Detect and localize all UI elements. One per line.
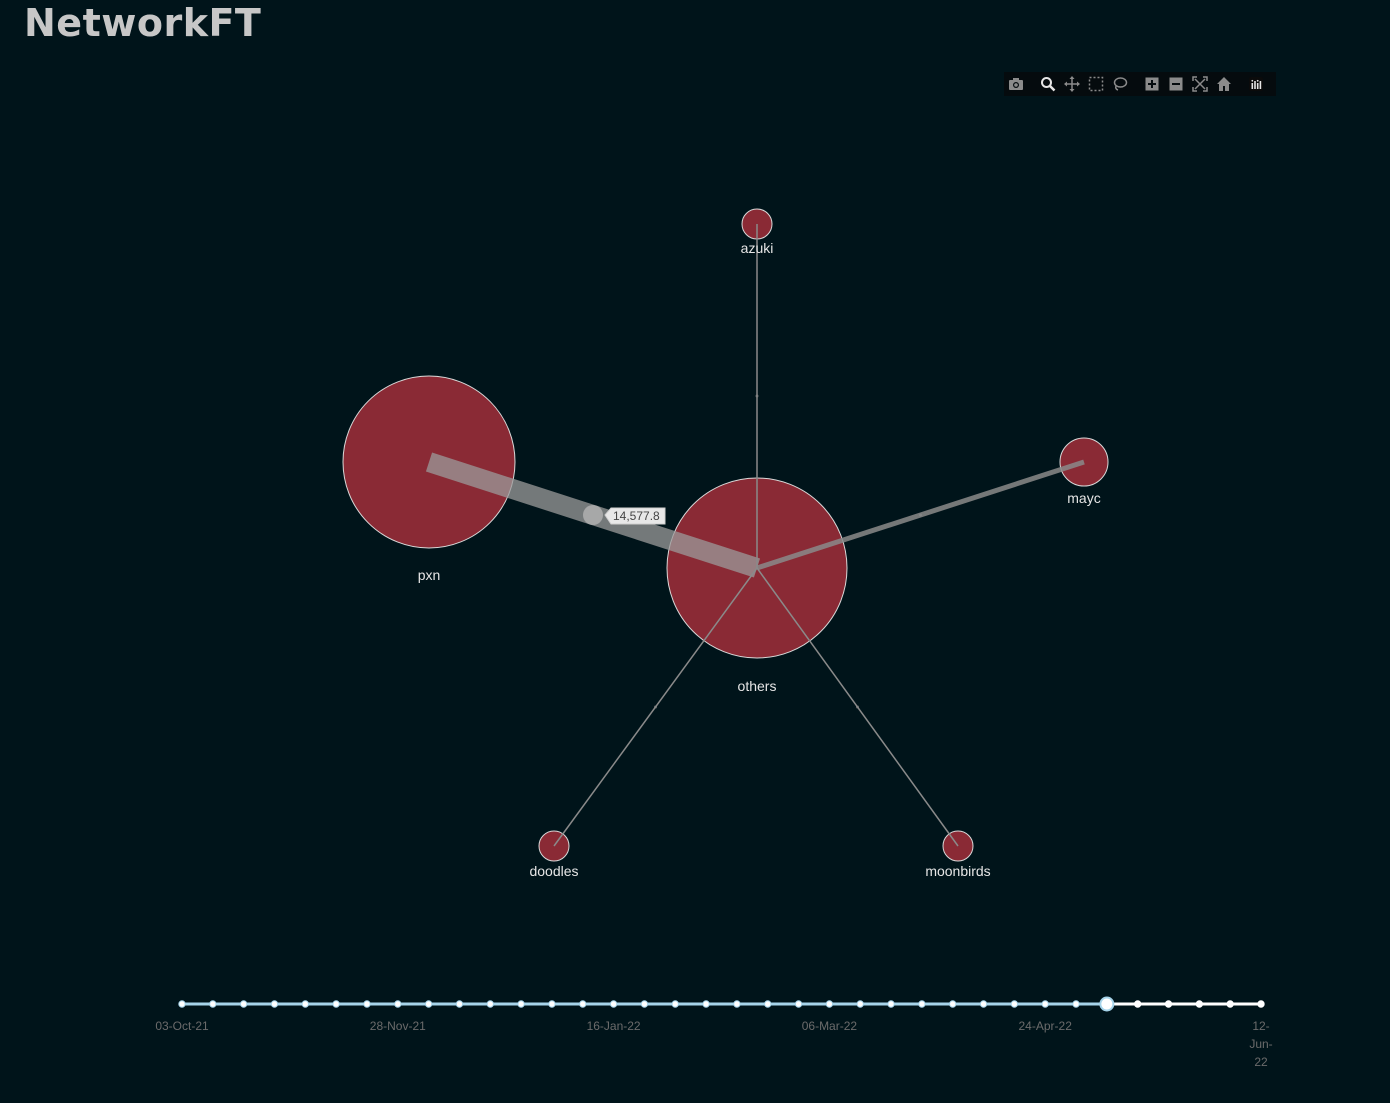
slider-step[interactable]	[918, 1000, 926, 1008]
slider-end-label: Jun-	[1249, 1037, 1272, 1051]
edges-layer	[425, 224, 1085, 847]
pan-icon	[1064, 76, 1080, 92]
slider-step[interactable]	[1257, 1000, 1265, 1008]
slider-label: 03-Oct-21	[155, 1019, 209, 1033]
slider-step[interactable]	[671, 1000, 679, 1008]
slider-step[interactable]	[825, 1000, 834, 1008]
slider-step[interactable]	[794, 1000, 803, 1008]
slider-step[interactable]	[239, 1000, 248, 1008]
slider-label: 28-Nov-21	[370, 1019, 426, 1033]
slider-step[interactable]	[1164, 1000, 1173, 1008]
slider-step[interactable]	[609, 1000, 618, 1008]
node-label-doodles: doodles	[529, 863, 578, 879]
zoom-out-icon	[1169, 77, 1183, 91]
slider-step[interactable]	[424, 1000, 433, 1008]
zoom-icon	[1041, 77, 1056, 92]
edge-midpoint-doodles	[654, 705, 657, 709]
slider-end-label: 22	[1254, 1055, 1268, 1069]
edge-midpoint-azuki	[755, 394, 759, 398]
slider-step[interactable]	[856, 1000, 864, 1008]
slider-label: 16-Jan-22	[587, 1019, 641, 1033]
camera-button[interactable]	[1004, 72, 1028, 96]
box-select-icon	[1088, 76, 1104, 92]
slider-step[interactable]	[702, 1000, 710, 1008]
edge-midpoint-mayc	[919, 513, 922, 517]
camera-icon	[1009, 78, 1023, 90]
zoom-in-button[interactable]	[1140, 72, 1164, 96]
slider-step[interactable]	[486, 1000, 494, 1008]
lasso-select-button[interactable]	[1108, 72, 1132, 96]
slider-label: 24-Apr-22	[1019, 1019, 1073, 1033]
modebar	[1004, 72, 1276, 96]
slider-step[interactable]	[270, 1000, 279, 1008]
slider-handle[interactable]	[1099, 996, 1115, 1012]
slider-label: 06-Mar-22	[802, 1019, 858, 1033]
slider-step[interactable]	[1226, 1000, 1234, 1008]
slider-step[interactable]	[1133, 1000, 1142, 1008]
slider-step[interactable]	[363, 1000, 371, 1008]
slider-step[interactable]	[178, 1000, 186, 1008]
slider-step[interactable]	[979, 1000, 988, 1008]
slider-step[interactable]	[949, 1000, 957, 1008]
node-label-mayc: mayc	[1067, 490, 1100, 506]
slider-step[interactable]	[1195, 1000, 1204, 1008]
lasso-select-icon	[1113, 77, 1128, 91]
nodes-layer	[342, 208, 1109, 862]
slider-step[interactable]	[640, 1000, 649, 1008]
zoom-button[interactable]	[1036, 72, 1060, 96]
slider-step[interactable]	[209, 1000, 217, 1008]
autoscale-button[interactable]	[1188, 72, 1212, 96]
reset-axes-button[interactable]	[1212, 72, 1236, 96]
time-slider[interactable]: 03-Oct-21 28-Nov-21 16-Jan-22 06-Mar-22 24-A…	[155, 996, 1273, 1070]
slider-step[interactable]	[517, 1000, 525, 1008]
slider-step[interactable]	[1010, 1000, 1019, 1008]
node-label-others: others	[738, 678, 777, 694]
node-label-moonbirds: moonbirds	[925, 863, 990, 879]
slider-step[interactable]	[733, 1000, 741, 1008]
node-label-azuki: azuki	[741, 240, 774, 256]
slider-step[interactable]	[887, 1000, 895, 1008]
hover-point	[583, 505, 603, 525]
slider-end-label: 12-	[1252, 1019, 1269, 1033]
slider-step[interactable]	[455, 1000, 464, 1008]
pan-button[interactable]	[1060, 72, 1084, 96]
zoom-out-button[interactable]	[1164, 72, 1188, 96]
slider-step[interactable]	[301, 1000, 310, 1008]
slider-step[interactable]	[548, 1000, 556, 1008]
hover-layer: 14,577.8	[583, 505, 666, 525]
slider-step[interactable]	[1041, 1000, 1049, 1008]
slider-step[interactable]	[764, 1000, 772, 1008]
plotly-logo-icon	[1249, 77, 1263, 91]
box-select-button[interactable]	[1084, 72, 1108, 96]
slider-step[interactable]	[1072, 1000, 1080, 1008]
plotly-logo-button[interactable]	[1244, 72, 1268, 96]
hover-tooltip-text: 14,577.8	[613, 509, 660, 523]
hover-tooltip	[604, 507, 666, 525]
node-label-pxn: pxn	[418, 567, 441, 583]
home-icon	[1217, 77, 1231, 91]
page-title: NetworkFT	[24, 1, 262, 45]
zoom-in-icon	[1145, 77, 1159, 91]
slider-step[interactable]	[579, 1000, 587, 1008]
autoscale-icon	[1192, 76, 1208, 92]
edge-midpoint-moonbirds	[856, 705, 859, 709]
slider-step[interactable]	[394, 1000, 402, 1008]
slider-step[interactable]	[332, 1000, 340, 1008]
